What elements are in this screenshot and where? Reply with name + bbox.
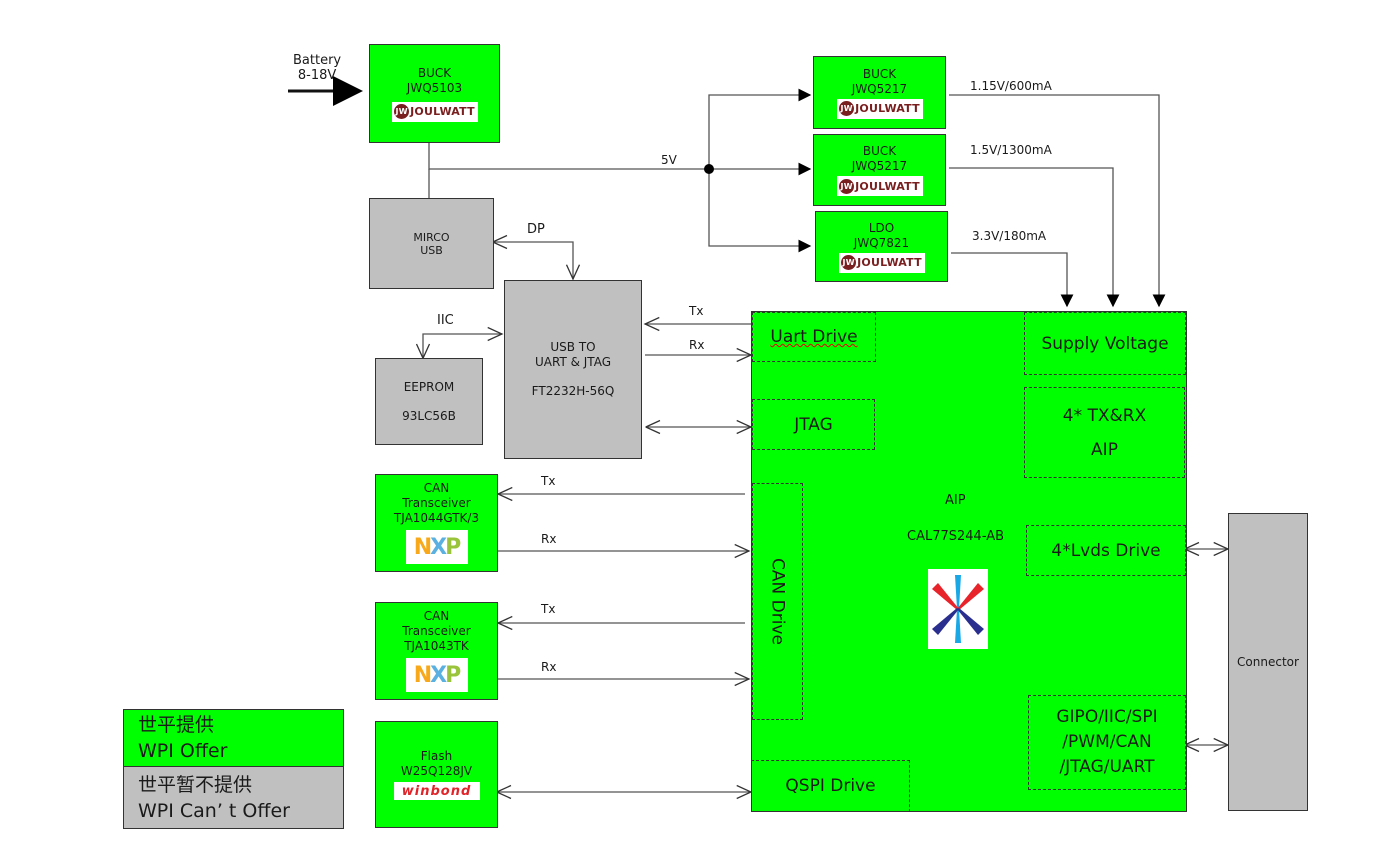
- rail-1v5-label: 1.5V/1300mA: [970, 143, 1052, 157]
- dp-wire: [494, 242, 573, 279]
- dp-label: DP: [527, 222, 545, 237]
- can2-rx-label: Rx: [541, 660, 557, 674]
- rail-3v3-label: 3.3V/180mA: [972, 229, 1047, 243]
- soc-part-number: CAL77S244-AB: [907, 529, 1005, 544]
- rail-1v15-label: 1.15V/600mA: [970, 79, 1052, 93]
- rail-5v-wire: [428, 143, 812, 176]
- rail-3v3-wire: [951, 252, 1074, 308]
- uart-tx-label: Tx: [689, 304, 704, 318]
- aip-logo-icon: [928, 569, 988, 649]
- junction-dot: [704, 164, 714, 174]
- supply-voltage-block: Supply Voltage: [1024, 312, 1186, 375]
- soc-name: AIP: [945, 493, 966, 508]
- rail-1v15-wire: [949, 94, 1166, 308]
- soc-cal77s244-block: [751, 311, 1187, 812]
- rail-5v-label: 5V: [661, 153, 677, 167]
- rail-1v5-wire: [949, 167, 1120, 308]
- iic-wire: [423, 334, 502, 357]
- jtag-block: JTAG: [752, 399, 875, 450]
- can1-rx-label: Rx: [541, 532, 557, 546]
- connector-block: Connector: [1228, 513, 1308, 811]
- gpio-iic-spi-block: GIPO/IIC/SPI/PWM/CAN/JTAG/UART: [1028, 695, 1186, 790]
- can2-tx-label: Tx: [541, 602, 556, 616]
- can-drive-block: CAN Drive: [752, 483, 803, 720]
- uart-rx-label: Rx: [689, 338, 705, 352]
- iic-label: IIC: [437, 313, 454, 328]
- can1-tx-label: Tx: [541, 474, 556, 488]
- lvds-drive-block: 4*Lvds Drive: [1026, 525, 1186, 576]
- eeprom-block: EEPROM 93LC56B: [375, 358, 483, 445]
- uart-drive-block: Uart Drive: [752, 312, 876, 362]
- winbond-logo: winbond: [393, 782, 480, 800]
- qspi-drive-block: QSPI Drive: [751, 760, 910, 812]
